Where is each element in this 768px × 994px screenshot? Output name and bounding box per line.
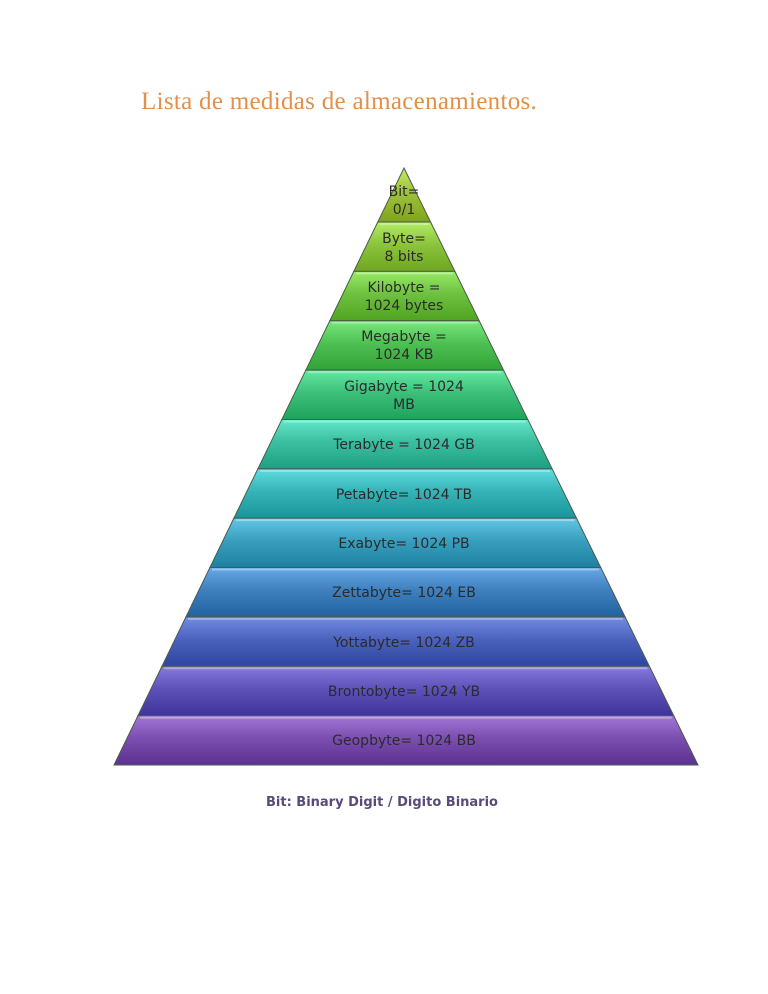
footnote-text: Bit: Binary Digit / Digito Binario [265, 795, 498, 810]
footnote: Bit: Binary Digit / Digito Binario [0, 795, 768, 810]
page-title: Lista de medidas de almacenamientos. [141, 88, 538, 115]
pyramid-tier [257, 418, 553, 470]
pyramid-tier [281, 369, 529, 420]
pyramid-tier [185, 567, 626, 618]
pyramid-tier [329, 270, 481, 322]
pyramid-tier [352, 221, 456, 272]
pyramid-tier [137, 665, 675, 717]
pyramid-tier [161, 616, 651, 667]
pyramid-tier [376, 166, 432, 223]
pyramid-tier [305, 320, 505, 371]
pyramid-tier [113, 715, 699, 766]
pyramid-tier [209, 517, 602, 569]
pyramid-tier [233, 468, 578, 519]
pyramid-tiers [113, 166, 699, 766]
